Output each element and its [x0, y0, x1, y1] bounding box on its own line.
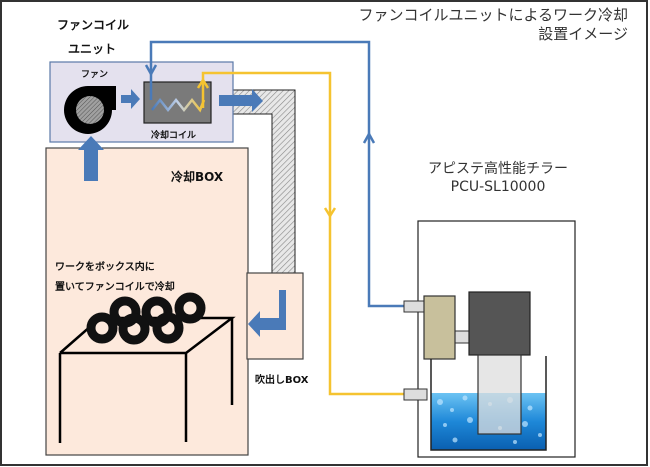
water-bubble — [443, 423, 447, 427]
pump — [468, 291, 531, 356]
work-table — [58, 316, 236, 443]
work-piece-ring — [86, 312, 118, 344]
work-instruction-line-1: ワークをボックス内に — [55, 262, 155, 273]
water-bubble — [437, 399, 443, 405]
water-bubble — [462, 395, 468, 401]
chiller-name: アピステ高性能チラー PCU-SL10000 — [416, 160, 580, 196]
supply-arrowhead-up — [362, 131, 376, 144]
supply-pipe — [149, 40, 404, 308]
return-pipe — [201, 71, 404, 396]
water-bubble — [527, 405, 533, 411]
tank — [430, 356, 547, 451]
work-piece-ring — [174, 292, 206, 324]
airflow-arrow-coil-to-duct — [219, 89, 263, 112]
fan-icon — [64, 86, 116, 134]
water-bubble — [467, 417, 473, 423]
work-pieces — [86, 292, 206, 345]
pump-connector — [454, 330, 470, 344]
airflow-arrow-blowout — [248, 290, 286, 337]
work-piece-ring — [152, 312, 184, 344]
title-line-1: ファンコイルユニットによるワーク冷却 — [358, 6, 628, 24]
work-instruction-line-2: 置いてファンコイルで冷却 — [55, 282, 175, 293]
return-port — [403, 388, 428, 401]
work-piece-ring — [118, 313, 150, 345]
water-bubble — [522, 421, 528, 427]
blowout-box-label: 吹出しBOX — [255, 375, 309, 386]
diagram-title: ファンコイルユニットによるワーク冷却 設置イメージ — [358, 6, 628, 44]
airflow-arrow-fan-to-coil — [121, 89, 140, 109]
coil-zigzag — [151, 97, 206, 113]
fan-coil-unit-label-line-2: ユニット — [68, 42, 117, 56]
return-arrowhead-up — [196, 77, 210, 89]
heat-exchanger — [423, 295, 456, 360]
supply-arrowhead-down — [144, 64, 158, 77]
chiller-model: PCU-SL10000 — [450, 179, 546, 195]
water-bubble — [450, 408, 454, 412]
water-bubble — [452, 437, 458, 443]
title-line-2: 設置イメージ — [538, 25, 628, 43]
fan-label: ファン — [81, 70, 109, 80]
cooling-coil-label: 冷却コイル — [151, 131, 197, 141]
chiller-name-line-1: アピステ高性能チラー — [428, 161, 568, 177]
fan-coil-unit-label-line-1: ファンコイル — [57, 18, 130, 32]
airflow-arrow-box-to-fan — [78, 136, 104, 181]
return-arrowhead-down — [323, 207, 337, 219]
supply-port — [403, 300, 425, 313]
water-bubble — [538, 433, 542, 437]
cooling-box-label: 冷却BOX — [171, 170, 224, 184]
water-bubble — [513, 440, 517, 444]
immersion-unit — [477, 354, 522, 435]
